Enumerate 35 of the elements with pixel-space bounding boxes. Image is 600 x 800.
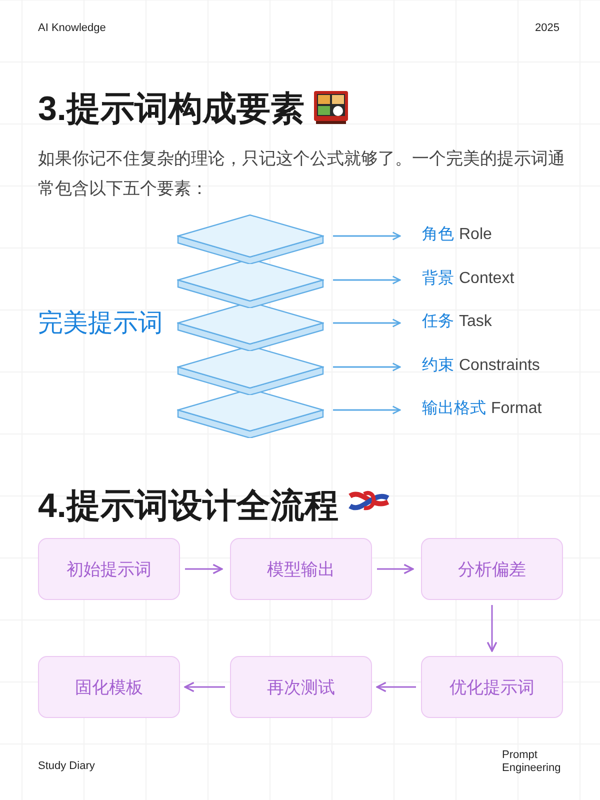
header-text: 2025	[535, 22, 560, 34]
element-name: 角色	[422, 226, 454, 243]
arrow	[376, 682, 416, 692]
element-term: Role	[459, 226, 492, 243]
layer-slab	[177, 214, 324, 264]
element-term: Task	[459, 313, 492, 330]
step-box: 优化提示词	[421, 656, 563, 718]
element-name: 任务	[422, 313, 454, 330]
intro-paragraph: 如果你记不住复杂的理论，只记这个公式就够了。一个完美的提示词通常包含以下五个要素：	[38, 148, 566, 200]
arrow	[333, 276, 401, 284]
arrow	[377, 564, 414, 574]
step-box: 再次测试	[230, 656, 372, 718]
arrow	[333, 318, 401, 328]
step-box: 分析偏差	[421, 538, 563, 600]
element-name: 输出格式	[422, 400, 486, 417]
section-heading: 3.提示词构成要素	[38, 89, 304, 130]
element-name: 背景	[422, 270, 454, 287]
step-box: 固化模板	[38, 656, 180, 718]
arrow	[333, 406, 401, 414]
arrow	[333, 232, 401, 240]
section-heading: 4.提示词设计全流程	[38, 486, 338, 527]
element-term: Constraints	[459, 357, 540, 374]
element-term: Format	[491, 400, 542, 417]
arrow	[185, 564, 223, 574]
arrow	[184, 682, 225, 692]
footer-text: Study Diary	[38, 760, 95, 772]
step-box: 模型输出	[230, 538, 372, 600]
element-term: Context	[459, 270, 514, 287]
footer-text: Prompt Engineering	[502, 749, 562, 775]
stack-label: 完美提示词	[38, 308, 163, 339]
header-text: AI Knowledge	[38, 22, 106, 34]
element-name: 约束	[422, 357, 454, 374]
arrow	[333, 362, 401, 372]
arrow	[486, 605, 498, 652]
step-box: 初始提示词	[38, 538, 180, 600]
